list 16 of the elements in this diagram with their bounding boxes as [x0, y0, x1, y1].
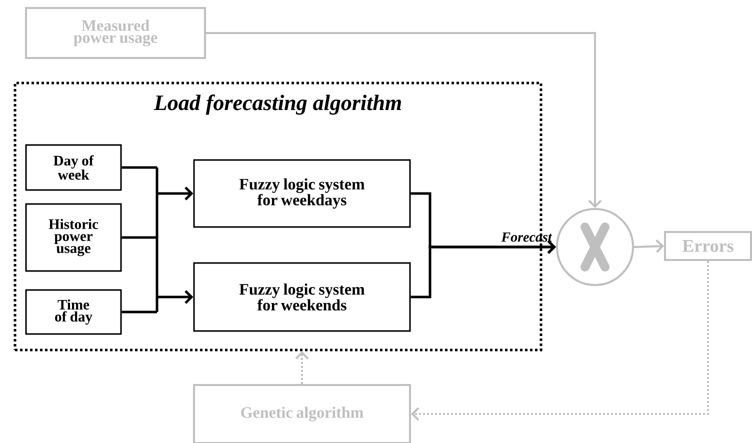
process-box: Time of day: [25, 289, 122, 335]
arrow: [295, 351, 309, 384]
process-box: Errors: [664, 231, 752, 261]
process-box: Day of week: [25, 144, 122, 191]
arrow: [411, 261, 709, 421]
process-box: Fuzzy logic system for weekends: [193, 262, 411, 332]
arrow: [206, 32, 602, 208]
edge-label: Forecast: [501, 232, 552, 242]
arrow: [410, 240, 556, 298]
arrow: [634, 240, 664, 253]
multiply-circle: [556, 208, 634, 286]
process-box: Fuzzy logic system for weekdays: [193, 159, 411, 228]
process-box: Measured power usage: [25, 7, 206, 59]
process-box: Genetic algorithm: [193, 384, 411, 443]
process-box: Historic power usage: [25, 203, 122, 272]
arrow: [122, 166, 194, 314]
